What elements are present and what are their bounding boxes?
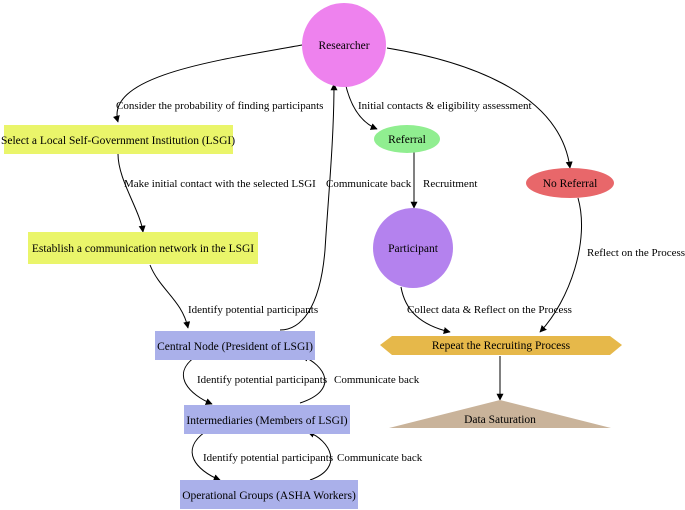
node-select-lsgi: Select a Local Self-Government Instituti… xyxy=(1,125,235,154)
edge-researcher-to-no-referral xyxy=(386,47,573,169)
label-reflect: Reflect on the Process xyxy=(587,247,685,259)
label-identify-3: Identify potential participants xyxy=(203,452,333,464)
node-no-referral: No Referral xyxy=(526,168,614,198)
label-communicate-back-2: Communicate back xyxy=(334,374,420,386)
node-select-lsgi-label: Select a Local Self-Government Instituti… xyxy=(1,135,235,147)
node-repeat: Repeat the Recruiting Process xyxy=(380,336,622,355)
node-saturation-shape xyxy=(389,400,611,428)
node-researcher-shape xyxy=(302,3,386,87)
nodes: Researcher Select a Local Self-Governmen… xyxy=(1,3,622,509)
label-collect: Collect data & Reflect on the Process xyxy=(407,304,572,316)
node-researcher-label: Researcher xyxy=(318,40,369,52)
label-communicate-back-1: Communicate back xyxy=(326,178,412,190)
label-identify-1: Identify potential participants xyxy=(188,304,318,316)
label-consider: Consider the probability of finding part… xyxy=(116,100,323,112)
node-participant: Participant xyxy=(373,208,453,288)
node-network-label: Establish a communication network in the… xyxy=(32,243,254,255)
label-recruitment: Recruitment xyxy=(423,178,477,190)
node-central-shape xyxy=(155,331,315,360)
node-no-referral-shape xyxy=(526,168,614,198)
node-saturation-label: Data Saturation xyxy=(464,414,536,426)
node-network: Establish a communication network in the… xyxy=(28,232,258,264)
node-central: Central Node (President of LSGI) xyxy=(155,331,315,360)
edges xyxy=(112,44,582,481)
label-identify-2: Identify potential participants xyxy=(197,374,327,386)
edge-researcher-to-referral xyxy=(344,81,378,130)
node-intermediaries: Intermediaries (Members of LSGI) xyxy=(184,405,350,434)
edge-participant-to-repeat xyxy=(400,286,451,334)
node-intermediaries-label: Intermediaries (Members of LSGI) xyxy=(186,415,347,427)
edge-network-to-central xyxy=(149,264,191,329)
node-operational-label: Operational Groups (ASHA Workers) xyxy=(182,490,356,502)
label-communicate-back-3: Communicate back xyxy=(337,452,423,464)
node-referral: Referral xyxy=(374,125,440,153)
edge-no-referral-to-repeat xyxy=(539,197,582,333)
label-initial-contacts: Initial contacts & eligibility assessmen… xyxy=(358,100,532,112)
edge-central-to-researcher xyxy=(279,83,338,331)
node-repeat-shape xyxy=(380,336,622,355)
edge-central-to-intermediaries xyxy=(182,356,213,405)
label-make-contact: Make initial contact with the selected L… xyxy=(124,178,316,190)
node-operational: Operational Groups (ASHA Workers) xyxy=(180,480,358,509)
node-saturation: Data Saturation xyxy=(389,400,611,428)
node-repeat-label: Repeat the Recruiting Process xyxy=(432,340,571,352)
edge-intermediaries-to-operational xyxy=(191,431,221,481)
node-researcher: Researcher xyxy=(302,3,386,87)
node-select-lsgi-shape xyxy=(4,125,233,154)
node-operational-shape xyxy=(180,480,358,509)
node-participant-label: Participant xyxy=(388,243,439,255)
edge-operational-to-intermediaries xyxy=(307,430,332,481)
node-no-referral-label: No Referral xyxy=(543,178,598,190)
node-referral-label: Referral xyxy=(388,134,426,146)
edge-labels: Consider the probability of finding part… xyxy=(116,100,685,464)
node-participant-shape xyxy=(373,208,453,288)
edge-researcher-to-lsgi xyxy=(112,44,303,123)
edge-lsgi-to-network xyxy=(117,153,146,233)
node-central-label: Central Node (President of LSGI) xyxy=(157,341,313,353)
node-network-shape xyxy=(28,232,258,264)
node-intermediaries-shape xyxy=(184,405,350,434)
node-referral-shape xyxy=(374,125,440,153)
